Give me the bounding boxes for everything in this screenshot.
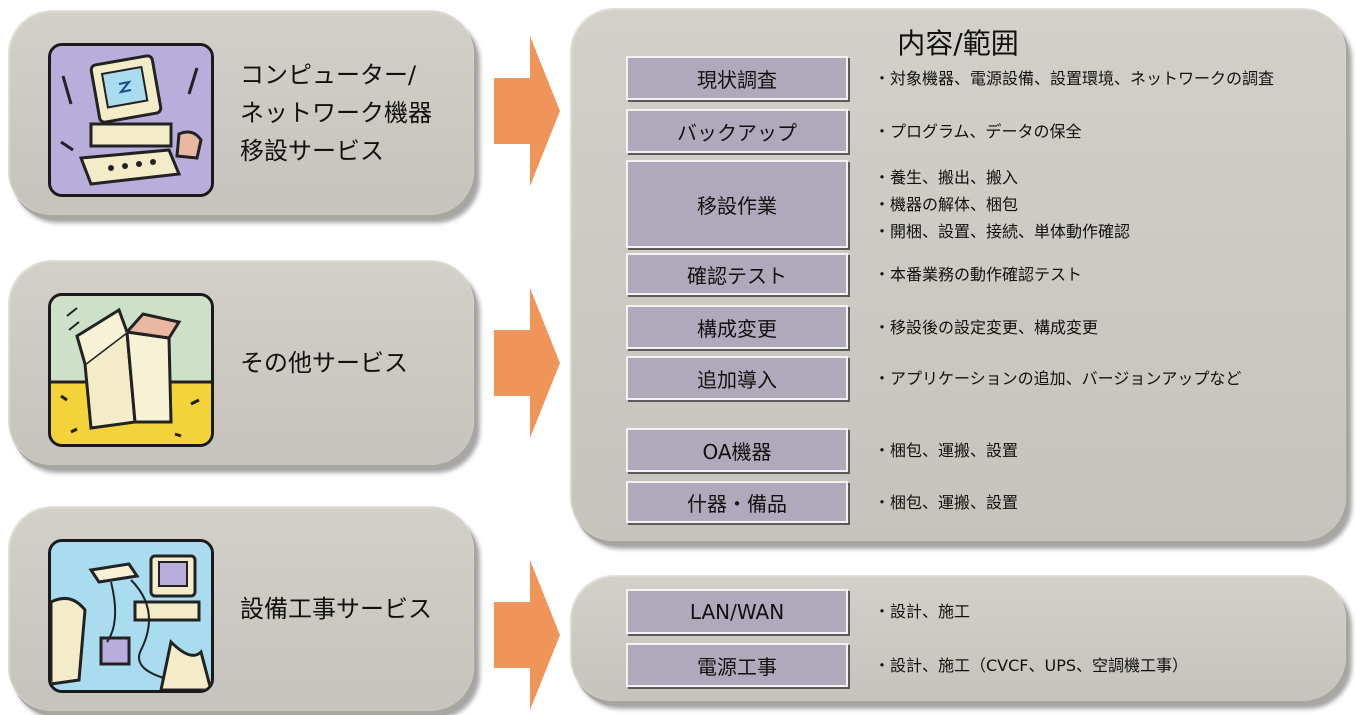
- description: ・梱包、運搬、設置: [874, 428, 1018, 472]
- facility-scope-panel: LAN/WAN ・設計、施工 電源工事 ・設計、施工（CVCF、UPS、空調機工…: [570, 575, 1346, 701]
- panel-heading: 内容/範囲: [897, 27, 1019, 60]
- scope-row: 什器・備品 ・梱包、運搬、設置: [626, 481, 1356, 523]
- arrow-right-icon: [494, 560, 560, 710]
- service-panel-facility[interactable]: 設備工事サービス: [8, 506, 474, 711]
- description-item: ・梱包、運搬、設置: [874, 492, 1019, 512]
- description-item: ・開梱、設置、接続、単体動作確認: [874, 221, 1131, 241]
- description-item: ・本番業務の動作確認テスト: [874, 264, 1083, 284]
- description-item: ・移設後の設定変更、構成変更: [874, 317, 1099, 337]
- service-panel-other[interactable]: その他サービス: [8, 260, 474, 465]
- description: ・本番業務の動作確認テスト: [874, 253, 1082, 295]
- description-item: ・機器の解体、梱包: [874, 194, 1019, 214]
- description-item: ・養生、搬出、搬入: [874, 167, 1019, 187]
- category-box: バックアップ: [626, 109, 848, 153]
- scope-row: OA機器 ・梱包、運搬、設置: [626, 428, 1356, 472]
- service-title-line: コンピューター/: [240, 60, 417, 89]
- arrow-right-icon: [494, 288, 560, 438]
- category-box: OA機器: [626, 428, 848, 472]
- description: ・設計、施工（CVCF、UPS、空調機工事）: [874, 643, 1188, 687]
- scope-row: 確認テスト ・本番業務の動作確認テスト: [626, 253, 1356, 295]
- category-box: 追加導入: [626, 356, 848, 400]
- network-equipment-icon: [48, 539, 214, 693]
- category-box: 什器・備品: [626, 481, 848, 523]
- service-title-line: 設備工事サービス: [240, 594, 432, 623]
- service-title-facility: 設備工事サービス: [240, 506, 432, 711]
- description: ・梱包、運搬、設置: [874, 481, 1018, 523]
- scope-row: バックアップ ・プログラム、データの保全: [626, 109, 1356, 153]
- scope-row: 追加導入 ・アプリケーションの追加、バージョンアップなど: [626, 356, 1356, 400]
- content-scope-panel: 内容/範囲 現状調査 ・対象機器、電源設備、設置環境、ネットワークの調査 バック…: [570, 8, 1346, 541]
- arrow-right-icon: [494, 36, 560, 186]
- category-box: LAN/WAN: [626, 589, 848, 634]
- description: ・養生、搬出、搬入 ・機器の解体、梱包 ・開梱、設置、接続、単体動作確認: [874, 160, 1130, 248]
- description: ・アプリケーションの追加、バージョンアップなど: [874, 356, 1241, 400]
- scope-row: 電源工事 ・設計、施工（CVCF、UPS、空調機工事）: [626, 643, 1356, 687]
- service-title-other: その他サービス: [240, 260, 408, 465]
- description-item: ・アプリケーションの追加、バージョンアップなど: [874, 368, 1242, 388]
- service-title-line: 移設サービス: [240, 136, 384, 165]
- description-item: ・梱包、運搬、設置: [874, 440, 1019, 460]
- box-icon: [48, 293, 214, 447]
- description: ・対象機器、電源設備、設置環境、ネットワークの調査: [874, 56, 1274, 100]
- scope-row: 現状調査 ・対象機器、電源設備、設置環境、ネットワークの調査: [626, 56, 1356, 100]
- service-panel-computer[interactable]: コンピューター/ ネットワーク機器 移設サービス: [8, 10, 474, 215]
- category-box: 移設作業: [626, 160, 848, 248]
- service-title-line: ネットワーク機器: [240, 98, 432, 127]
- service-title-line: その他サービス: [240, 348, 408, 377]
- category-box: 構成変更: [626, 305, 848, 349]
- description: ・移設後の設定変更、構成変更: [874, 305, 1098, 349]
- category-box: 確認テスト: [626, 253, 848, 295]
- category-box: 現状調査: [626, 56, 848, 100]
- description-item: ・対象機器、電源設備、設置環境、ネットワークの調査: [874, 68, 1275, 88]
- description-item: ・設計、施工（CVCF、UPS、空調機工事）: [874, 655, 1189, 675]
- scope-row: LAN/WAN ・設計、施工: [626, 589, 1356, 634]
- scope-row: 構成変更 ・移設後の設定変更、構成変更: [626, 305, 1356, 349]
- scope-row: 移設作業 ・養生、搬出、搬入 ・機器の解体、梱包 ・開梱、設置、接続、単体動作確…: [626, 160, 1356, 248]
- description-item: ・プログラム、データの保全: [874, 121, 1082, 141]
- description: ・設計、施工: [874, 589, 970, 634]
- description: ・プログラム、データの保全: [874, 109, 1082, 153]
- computer-icon: [48, 43, 214, 197]
- category-box: 電源工事: [626, 643, 848, 687]
- description-item: ・設計、施工: [874, 602, 971, 621]
- service-title-computer: コンピューター/ ネットワーク機器 移設サービス: [240, 10, 432, 215]
